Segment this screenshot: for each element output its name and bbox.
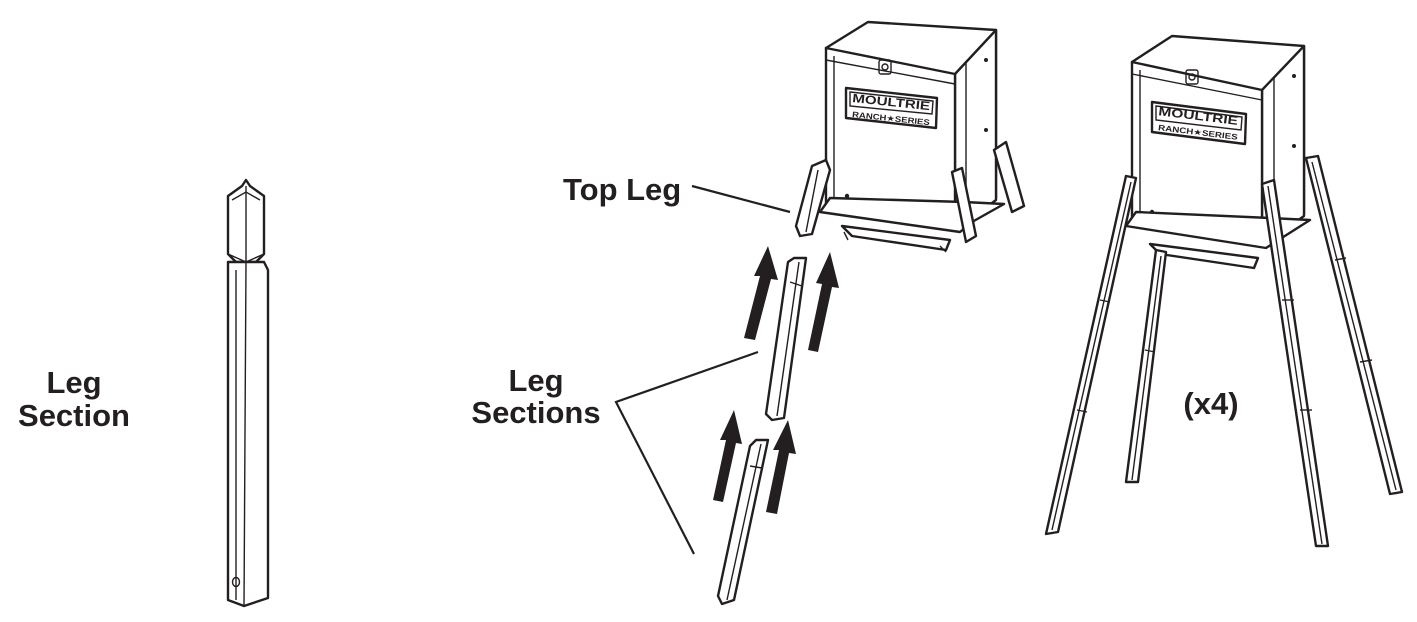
leg [1044,174,1138,536]
brand-plate [844,86,939,130]
feeder-body: MOULTRIE RANCH★SERIES [818,20,1006,253]
leg-sections-leader [614,350,759,555]
top-leg [794,158,832,238]
assembled-feeder-panel: MOULTRIE RANCH★SERIES [1044,34,1404,548]
attached-top-legs [950,140,1026,244]
exploded-assembly-panel: MOULTRIE RANCH★SERIES Top Leg [471,20,1026,606]
leg-sections-label-line2: Sections [471,395,600,430]
upper-leg-section [764,256,808,422]
leg-section-label-line2: Section [18,398,130,433]
arrow-up-icon [808,252,839,352]
quantity-label: (x4) [1183,386,1238,421]
top-leg-leader [691,184,791,214]
arrow-up-icon [766,420,796,514]
leg-section-label-line1: Leg [46,365,101,400]
leg-sections-label-line1: Leg [508,363,563,398]
assembly-arrows [713,246,839,514]
leg-section-panel: Leg Section [18,178,270,608]
top-leg-label: Top Leg [563,172,681,207]
bolt-hole [231,576,241,588]
leg [1124,248,1168,484]
arrow-up-icon [713,410,742,502]
leg-section-illustration [226,178,270,608]
assembled-legs [1044,154,1404,548]
brand-plate [1150,100,1248,146]
lower-leg-section [716,438,770,606]
arrow-up-icon [744,246,778,340]
